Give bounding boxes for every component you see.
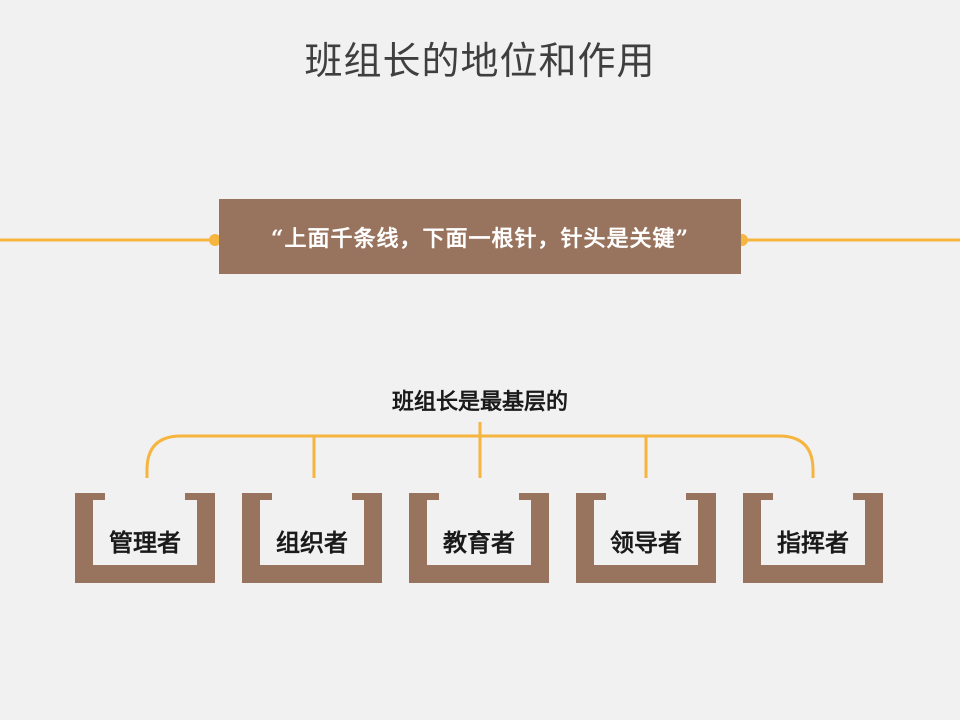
role-manager: 管理者 <box>109 528 181 557</box>
role-educator: 教育者 <box>443 528 515 557</box>
quote-box: “上面千条线，下面一根针，针头是关键” <box>219 199 741 274</box>
subtitle: 班组长是最基层的 <box>391 389 568 415</box>
role-organizer: 组织者 <box>276 528 348 557</box>
role-bracket-4 <box>576 493 716 583</box>
role-bracket-5 <box>743 493 883 583</box>
role-bracket-2 <box>242 493 382 583</box>
role-bracket-1 <box>75 493 215 583</box>
page-title: 班组长的地位和作用 <box>304 39 656 83</box>
role-leader: 领导者 <box>610 528 682 557</box>
role-commander: 指挥者 <box>777 528 849 557</box>
quote-dot-left <box>209 234 221 246</box>
role-bracket-3 <box>409 493 549 583</box>
